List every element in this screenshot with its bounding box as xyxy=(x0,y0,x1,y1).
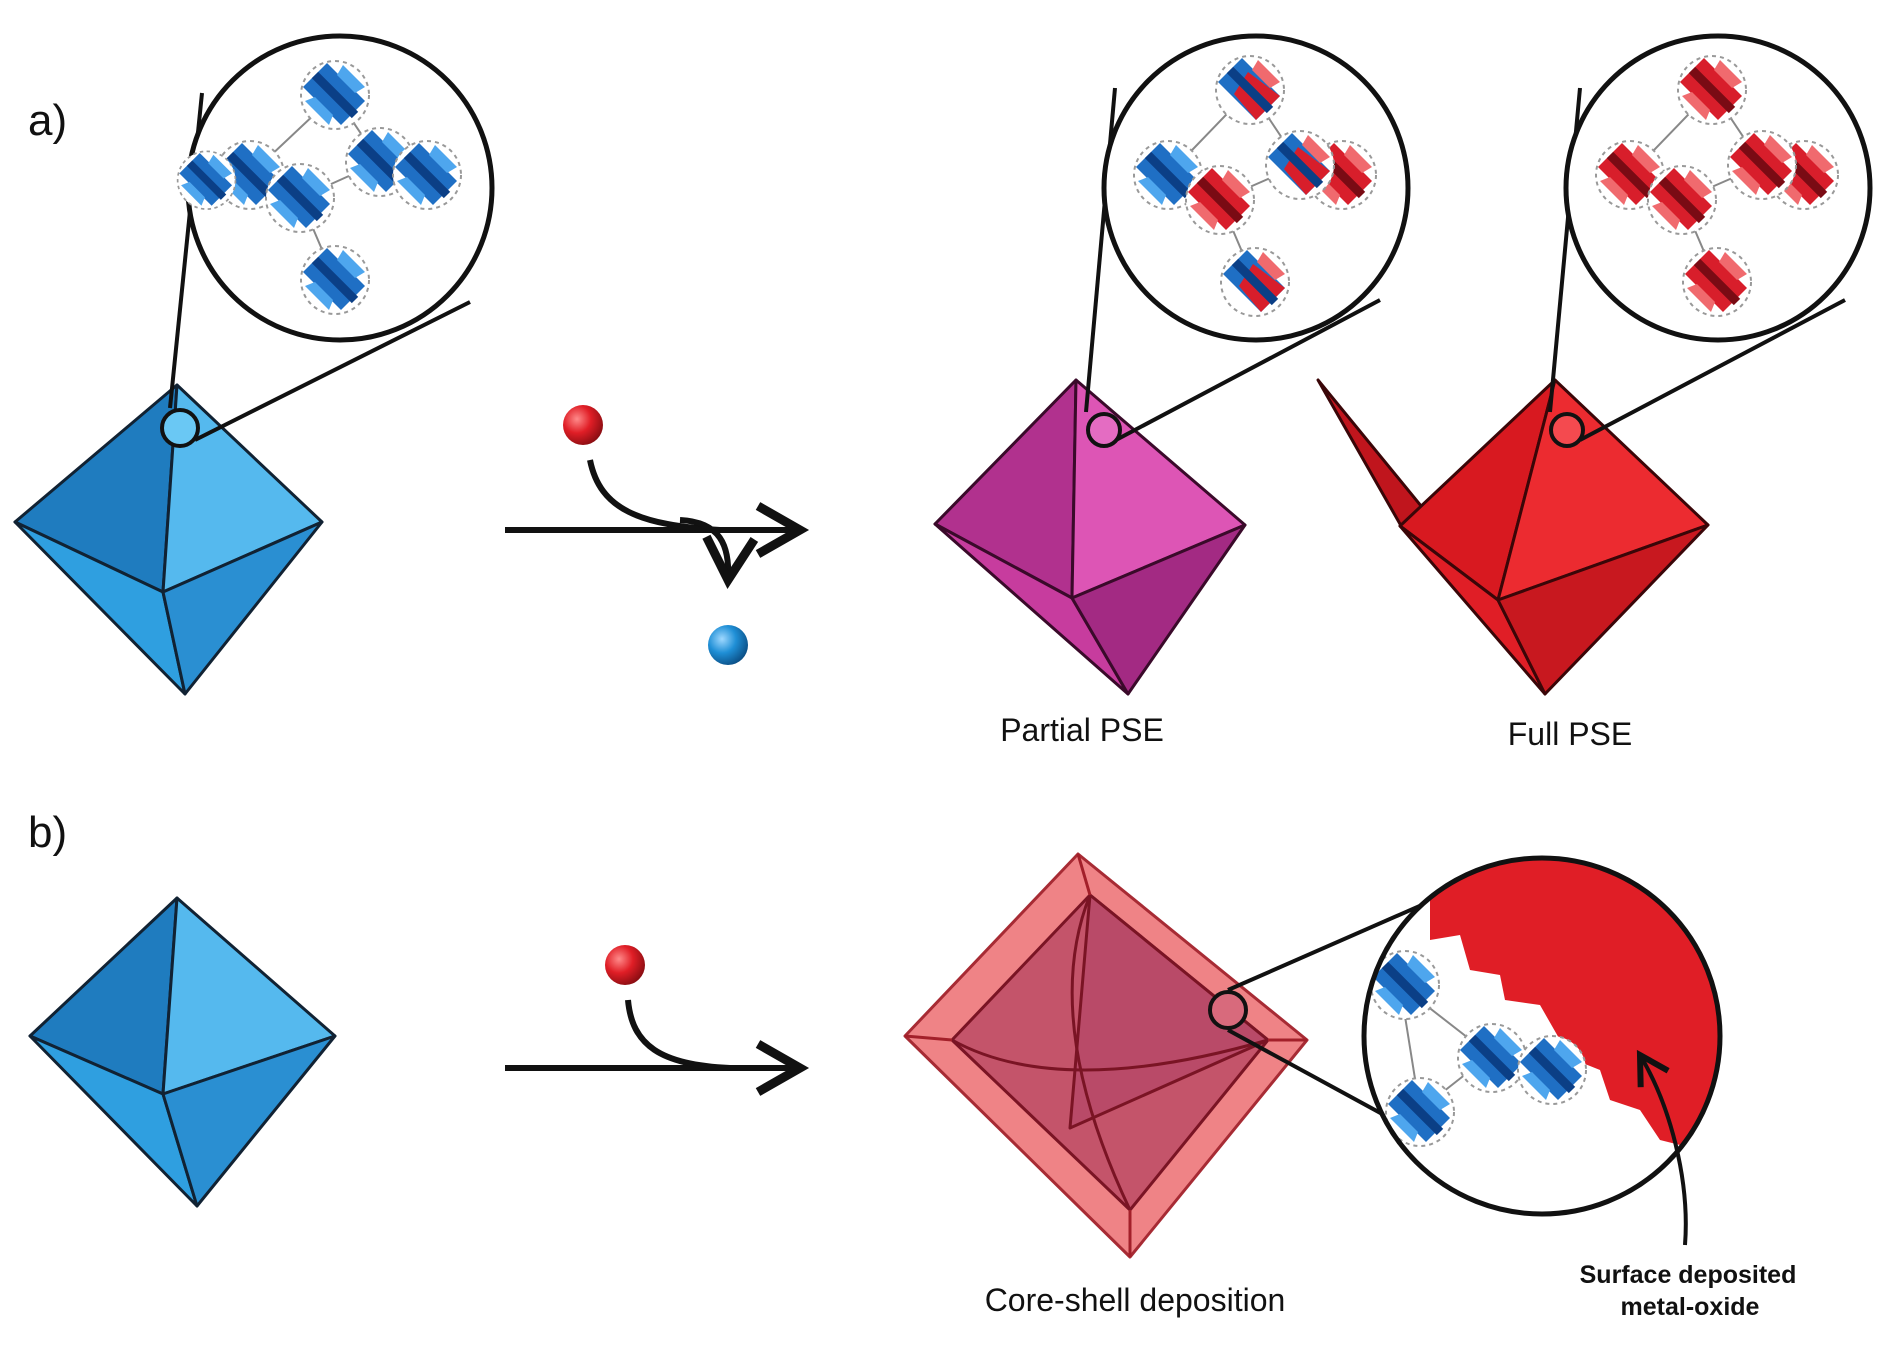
partial-pse-caption: Partial PSE xyxy=(1000,712,1164,748)
panel-b-label: b) xyxy=(28,808,68,857)
full-pse-caption: Full PSE xyxy=(1507,716,1633,752)
blue-octahedron-b xyxy=(28,896,337,1208)
zoom-lens-coreshell xyxy=(1208,855,1723,1246)
red-metal-ion-b xyxy=(605,945,645,985)
blue-metal-ion xyxy=(708,625,748,665)
red-metal-ion xyxy=(563,405,603,445)
surface-caption-line2: metal-oxide xyxy=(1620,1293,1760,1321)
reaction-arrow-a xyxy=(505,405,810,665)
blue-octahedron-a xyxy=(13,383,324,696)
reaction-arrow-b xyxy=(505,945,810,1096)
coreshell-caption: Core-shell deposition xyxy=(984,1282,1286,1318)
zoom-lens-blue xyxy=(160,33,495,448)
zoom-lens-full xyxy=(1548,33,1873,448)
coreshell-octahedron xyxy=(903,852,1309,1259)
surface-caption-line1: Surface deposited xyxy=(1579,1261,1797,1289)
zoom-lens-partial xyxy=(1084,33,1411,448)
panel-a-label: a) xyxy=(28,96,68,145)
red-octahedron-full xyxy=(1316,378,1710,696)
